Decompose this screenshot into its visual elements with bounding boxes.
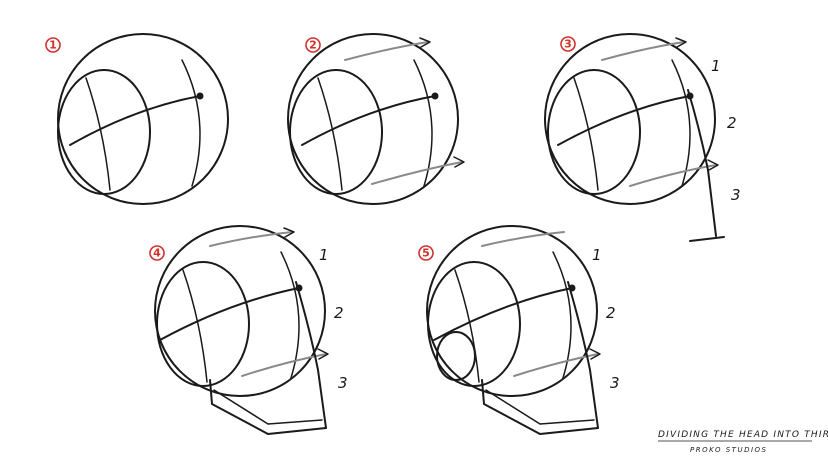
step-5-brow-line <box>433 287 573 341</box>
caption-title: DIVIDING THE HEAD INTO THIRDS <box>658 430 828 440</box>
step-3-top-arrow-icon <box>675 37 687 48</box>
step-4-number: 4 <box>153 247 161 260</box>
step-2-top-plane-line <box>344 41 429 61</box>
step-3-brow-line <box>557 95 691 146</box>
step-2-badge: 2 <box>305 37 321 53</box>
step-1-vertical-guide <box>85 77 111 191</box>
step-1-badge: 1 <box>45 37 61 53</box>
step-1-cranium-ball <box>57 33 229 205</box>
step-2-number: 2 <box>309 39 317 52</box>
step-4-face-front-line <box>295 281 327 429</box>
step-5-bottom-plane-line <box>513 353 599 377</box>
step-4-third-label-2: 2 <box>334 304 344 322</box>
step-2-side-plane-oval <box>289 69 383 195</box>
step-5-third-label-3: 3 <box>610 374 620 392</box>
step-5-drawing: 5 1 2 3 <box>418 225 620 435</box>
step-5-third-label-1: 1 <box>592 246 602 264</box>
step-1-badge-circle <box>45 37 61 53</box>
step-3-side-plane-oval <box>547 69 641 195</box>
step-1-side-plane-oval <box>57 69 151 195</box>
step-3-bottom-arrow-icon <box>707 159 719 171</box>
step-3-third-label-1: 1 <box>711 57 721 75</box>
step-5-side-plane-oval <box>427 261 521 387</box>
step-4-vertical-guide <box>182 269 208 383</box>
step-2-vertical-guide <box>317 77 343 191</box>
step-1-brow-point <box>196 92 204 100</box>
step-5-vertical-guide <box>454 269 480 383</box>
step-2-brow-line <box>301 95 436 146</box>
step-2-center-line <box>413 59 433 187</box>
step-5-third-label-2: 2 <box>606 304 616 322</box>
step-4-side-plane-oval <box>156 261 250 387</box>
step-4-bottom-plane-line <box>241 353 327 377</box>
step-5-badge-circle <box>418 245 434 261</box>
step-3-third-label-2: 2 <box>727 114 737 132</box>
step-1-brow-line <box>69 95 201 146</box>
step-2-top-arrow-icon <box>419 37 431 48</box>
step-4-top-arrow-icon <box>283 227 295 238</box>
step-5-jaw-line <box>481 379 599 435</box>
caption-credit: PROKO STUDIOS <box>690 446 767 454</box>
step-4-badge-circle <box>149 245 165 261</box>
step-5-ear-oval <box>436 331 476 381</box>
step-3-vertical-guide <box>573 77 599 191</box>
step-4-jaw-inner-line <box>213 389 323 425</box>
step-4-third-label-1: 1 <box>319 246 329 264</box>
step-2-brow-point <box>431 92 439 100</box>
step-3-third-label-3: 3 <box>731 186 741 204</box>
step-2-bottom-plane-line <box>371 161 463 185</box>
caption-block: DIVIDING THE HEAD INTO THIRDS PROKO STUD… <box>658 430 828 454</box>
step-4-top-plane-line <box>209 231 293 247</box>
step-3-chin-line <box>689 236 725 242</box>
step-4-third-label-3: 3 <box>338 374 348 392</box>
step-2-badge-circle <box>305 37 321 53</box>
step-3-drawing: 3 1 2 3 <box>544 33 741 242</box>
step-5-jaw-inner-line <box>485 389 595 425</box>
step-4-jaw-line <box>209 379 327 435</box>
step-3-center-line <box>671 59 691 187</box>
step-1-number: 1 <box>49 39 57 52</box>
step-5-center-line <box>552 251 572 379</box>
step-4-cranium-ball <box>154 225 326 397</box>
step-5-cranium-ball <box>426 225 598 397</box>
step-5-face-front-line <box>567 281 599 429</box>
step-4-center-line <box>280 251 300 379</box>
step-3-top-plane-line <box>601 41 685 61</box>
step-3-number: 3 <box>564 38 572 51</box>
step-5-top-plane-line <box>481 231 565 247</box>
step-3-cranium-ball <box>544 33 716 205</box>
step-3-badge-circle <box>560 36 576 52</box>
step-1-drawing: 1 <box>45 33 229 205</box>
step-5-bottom-arrow-icon <box>589 348 601 360</box>
step-3-face-front-line <box>687 89 717 237</box>
step-2-cranium-ball <box>287 33 459 205</box>
step-2-bottom-arrow-icon <box>453 156 465 168</box>
step-4-badge: 4 <box>149 245 165 261</box>
step-3-badge: 3 <box>560 36 576 52</box>
step-2-drawing: 2 <box>287 33 465 205</box>
step-5-number: 5 <box>422 247 430 260</box>
step-5-badge: 5 <box>418 245 434 261</box>
step-4-brow-line <box>159 287 300 341</box>
step-3-bottom-plane-line <box>629 164 717 187</box>
step-1-center-line <box>181 59 201 187</box>
step-4-drawing: 4 1 2 3 <box>149 225 348 435</box>
step-4-bottom-arrow-icon <box>317 348 329 360</box>
